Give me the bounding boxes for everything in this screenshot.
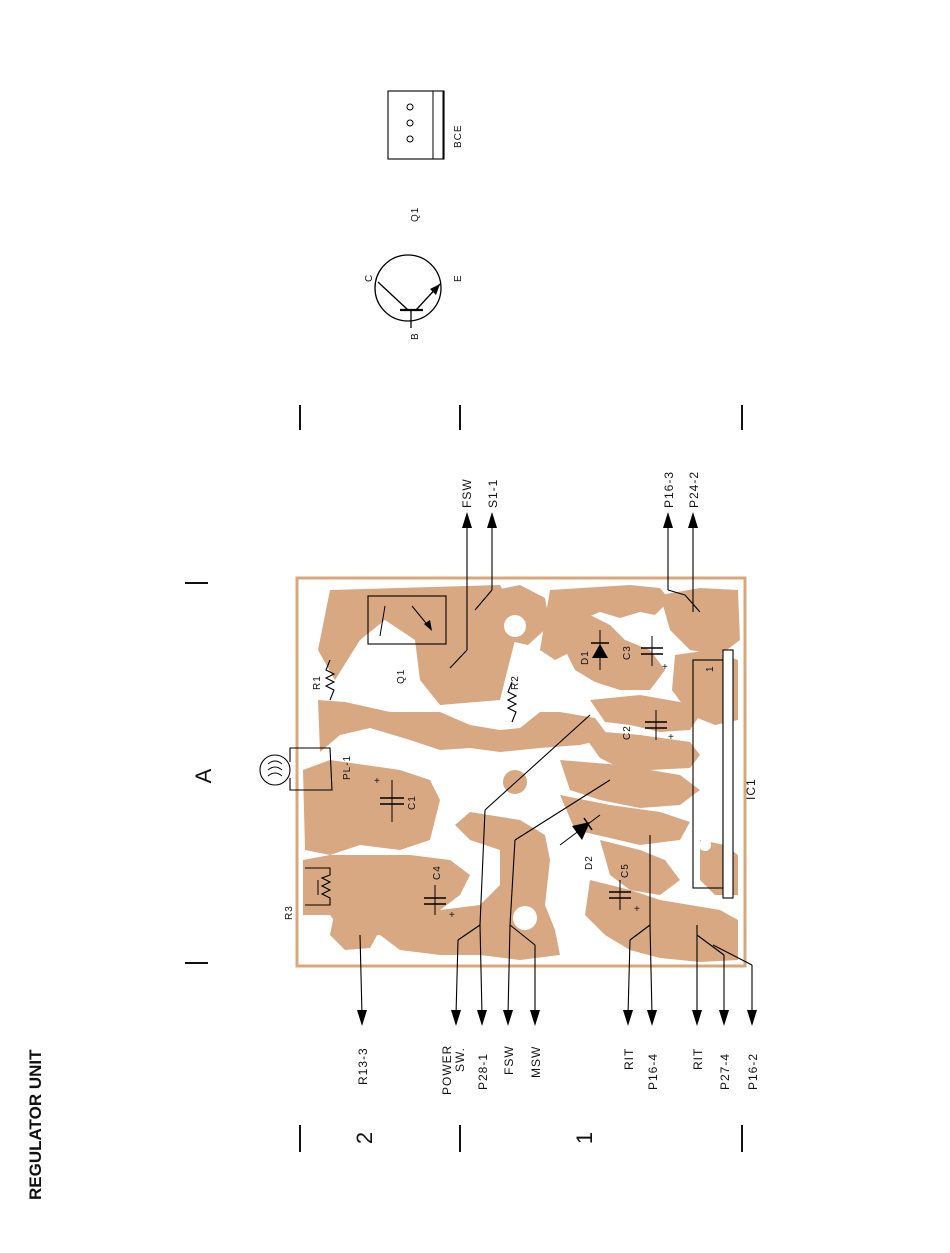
transistor-package <box>388 91 444 159</box>
arrow-down <box>719 1010 729 1026</box>
connector-msw: MSW <box>529 1046 543 1078</box>
arrow-down <box>747 1010 757 1026</box>
transistor-pin-e: E <box>453 274 464 282</box>
connector-rit-1: RIT <box>622 1048 636 1070</box>
pl1-label: PL-1 <box>342 755 353 780</box>
mounting-hole <box>699 839 711 851</box>
c3-plus: + <box>662 662 669 673</box>
c3-label: C3 <box>622 645 633 660</box>
c2-plus: + <box>668 732 675 743</box>
connector-power-sw-line2: SW. <box>453 1047 467 1072</box>
connector-p16-4: P16-4 <box>646 1053 660 1090</box>
arrow-down <box>451 1010 461 1026</box>
r2-label: R2 <box>510 675 521 690</box>
page-title: REGULATOR UNIT <box>26 1049 45 1200</box>
connector-rit-2: RIT <box>691 1048 705 1070</box>
q1-label: Q1 <box>396 669 407 684</box>
arrow-down <box>623 1010 633 1026</box>
arrow-up <box>688 512 698 528</box>
c5-label: C5 <box>620 863 631 878</box>
c1-label: C1 <box>407 795 418 810</box>
connector-r13-3: R13-3 <box>356 1047 370 1085</box>
arrow-down <box>503 1010 513 1026</box>
transistor-symbol <box>375 255 441 328</box>
r1-label: R1 <box>312 675 323 690</box>
arrow-down <box>647 1010 657 1026</box>
connector-p16-2: P16-2 <box>746 1053 760 1090</box>
transistor-pin-b: B <box>410 332 421 340</box>
arrow-down <box>692 1010 702 1026</box>
grid-row-label-bottom: 1 <box>572 1132 597 1144</box>
connector-fsw-top: FSW <box>460 478 474 508</box>
c4-label: C4 <box>432 865 443 880</box>
grid-col-label: A <box>191 768 216 783</box>
c2-label: C2 <box>622 725 633 740</box>
c5-plus: + <box>634 904 641 915</box>
package-pin-labels: BCE <box>453 124 464 148</box>
arrow-up <box>663 512 673 528</box>
r3-label: R3 <box>284 905 295 920</box>
connector-p16-3: P16-3 <box>662 471 676 508</box>
transistor-pin-c: C <box>364 274 375 282</box>
grid-row-label-top: 2 <box>352 1132 377 1144</box>
arrow-up <box>487 512 497 528</box>
arrow-down <box>530 1010 540 1026</box>
connector-s1-1: S1-1 <box>486 479 500 508</box>
arrow-down <box>477 1010 487 1026</box>
arrow-down <box>357 1010 367 1026</box>
mounting-hole <box>504 615 526 637</box>
connector-power-sw-line1: POWER <box>440 1045 454 1095</box>
c1-plus: + <box>374 776 381 787</box>
d1-label: D1 <box>580 650 591 665</box>
ic1-label: IC1 <box>744 778 758 800</box>
connector-p24-2: P24-2 <box>687 471 701 508</box>
connector-p28-1: P28-1 <box>476 1053 490 1090</box>
mounting-hole <box>513 906 537 930</box>
pcb-board <box>297 578 745 966</box>
connector-p27-4: P27-4 <box>718 1053 732 1090</box>
connector-fsw-bottom: FSW <box>502 1045 516 1075</box>
d2-label: D2 <box>584 855 595 870</box>
c4-plus: + <box>449 910 456 921</box>
arrow-up <box>462 512 472 528</box>
ic1-pin1: 1 <box>705 665 716 672</box>
transistor-name: Q1 <box>410 207 421 222</box>
